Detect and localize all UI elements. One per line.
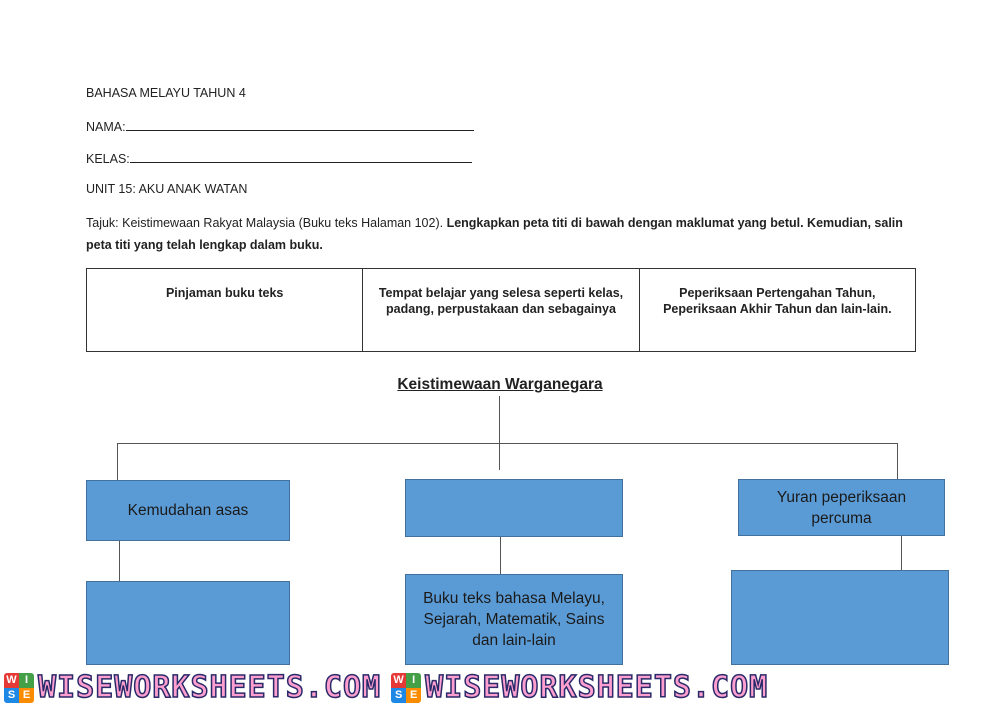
class-blank-line[interactable] bbox=[129, 150, 472, 163]
option-cell[interactable]: Peperiksaan Pertengahan Tahun, Peperiksa… bbox=[638, 268, 917, 352]
class-row: KELAS: bbox=[86, 150, 472, 166]
connector-left-pair bbox=[119, 541, 120, 581]
connector-horizontal bbox=[117, 443, 898, 444]
connector-center-trunk bbox=[499, 396, 500, 470]
unit-heading: UNIT 15: AKU ANAK WATAN bbox=[86, 182, 248, 196]
class-label: KELAS: bbox=[86, 152, 130, 166]
map-box-top-left[interactable]: Kemudahan asas bbox=[86, 480, 290, 541]
connector-right-pair bbox=[901, 536, 902, 570]
brand-text: WISEWORKSHEETS.COM bbox=[424, 669, 769, 706]
connector-center-pair bbox=[500, 537, 501, 574]
instructions-topic: Tajuk: Keistimewaan Rakyat Malaysia (Buk… bbox=[86, 216, 447, 230]
map-box-bottom-left[interactable] bbox=[86, 581, 290, 665]
map-box-top-right[interactable]: Yuran peperiksaan percuma bbox=[738, 479, 945, 536]
map-box-bottom-center[interactable]: Buku teks bahasa Melayu, Sejarah, Matema… bbox=[405, 574, 623, 665]
logo-letter: I bbox=[19, 672, 34, 688]
connector-left-down bbox=[117, 443, 118, 480]
logo-letter: I bbox=[406, 672, 422, 688]
name-blank-line[interactable] bbox=[125, 118, 474, 131]
logo-letter: S bbox=[4, 687, 19, 703]
instructions: Tajuk: Keistimewaan Rakyat Malaysia (Buk… bbox=[86, 212, 916, 256]
logo-letter: S bbox=[391, 687, 407, 703]
brand-logo-icon: W I S E bbox=[391, 672, 422, 703]
map-box-top-center[interactable] bbox=[405, 479, 623, 537]
map-box-bottom-right[interactable] bbox=[731, 570, 949, 665]
logo-letter: E bbox=[406, 687, 422, 703]
logo-letter: E bbox=[19, 687, 34, 703]
option-cell[interactable]: Pinjaman buku teks bbox=[85, 268, 364, 352]
brand-text: WISEWORKSHEETS.COM bbox=[37, 669, 382, 706]
brand-block: W I S E WISEWORKSHEETS.COM bbox=[391, 669, 769, 706]
map-title: Keistimewaan Warganegara bbox=[397, 376, 603, 393]
instructions-task: Lengkapkan peta titi di bawah dengan mak… bbox=[86, 216, 903, 252]
logo-letter: W bbox=[391, 672, 407, 688]
brand-logo-icon: W I S E bbox=[4, 672, 34, 703]
answer-options-table: Pinjaman buku teks Tempat belajar yang s… bbox=[85, 268, 917, 352]
name-row: NAMA: bbox=[86, 118, 474, 134]
brand-block: W I S E WISEWORKSHEETS.COM bbox=[4, 669, 382, 706]
name-label: NAMA: bbox=[86, 120, 126, 134]
footer-watermark: W I S E WISEWORKSHEETS.COM W I S E WISEW… bbox=[0, 668, 1000, 707]
option-cell[interactable]: Tempat belajar yang selesa seperti kelas… bbox=[362, 268, 640, 352]
logo-letter: W bbox=[4, 672, 19, 688]
subject-heading: BAHASA MELAYU TAHUN 4 bbox=[86, 86, 246, 100]
connector-right-down bbox=[897, 443, 898, 480]
